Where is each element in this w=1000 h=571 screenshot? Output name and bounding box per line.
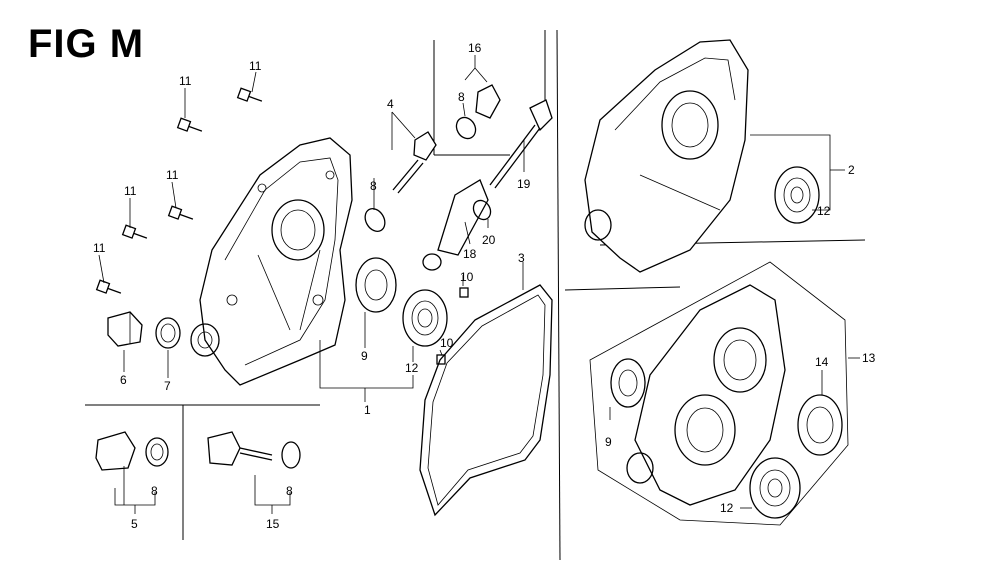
callout-11-e: 11	[93, 241, 106, 255]
callout-15: 15	[266, 517, 280, 531]
callout-3: 3	[518, 251, 525, 265]
callout-2: 2	[848, 163, 855, 177]
oil-seal-9-right	[610, 358, 646, 408]
bearing-12-left	[402, 289, 448, 347]
callout-20: 20	[482, 233, 496, 247]
callout-labels: 1 2 3 4 5 6 7 8 8 8 8 9 9 10 10 11 11 11…	[93, 41, 876, 531]
bearing-14	[797, 394, 843, 456]
callout-7: 7	[164, 379, 171, 393]
callout-12-lower-right: 12	[720, 501, 734, 515]
oil-filler-neck	[422, 179, 489, 271]
drain-plug	[107, 311, 143, 347]
callout-9-left: 9	[361, 349, 368, 363]
callout-12-upper-right: 12	[817, 204, 831, 218]
o-ring-20	[472, 199, 492, 221]
leader-lines	[98, 55, 860, 514]
callout-10-lower: 10	[440, 336, 454, 350]
callout-9-right: 9	[605, 435, 612, 449]
section-separators	[85, 29, 866, 561]
callout-19: 19	[517, 177, 531, 191]
bearing-12-upper-right	[774, 166, 820, 224]
crankcase-gasket	[419, 284, 553, 517]
callout-18: 18	[463, 247, 477, 261]
oil-level-gauge-15	[207, 431, 301, 469]
callout-11-c: 11	[166, 168, 179, 182]
oil-level-switch	[392, 131, 437, 194]
callout-8-gauge: 8	[286, 484, 293, 498]
oil-filler-cap	[455, 84, 501, 140]
callout-6: 6	[120, 373, 127, 387]
oil-seal-9	[355, 257, 397, 313]
bearing-12-lower-right	[749, 457, 801, 519]
callout-13: 13	[862, 351, 876, 365]
callout-5: 5	[131, 517, 138, 531]
callout-16: 16	[468, 41, 482, 55]
oil-filler-plug-5	[95, 431, 169, 471]
callout-4: 4	[387, 97, 394, 111]
oil-dipstick	[489, 99, 553, 189]
callout-11-d: 11	[124, 184, 137, 198]
callout-8-filler: 8	[458, 90, 465, 104]
crankcase-cover-2	[584, 39, 749, 273]
bolt-set	[95, 87, 263, 294]
callout-1: 1	[364, 403, 371, 417]
seal-ring-8-upper	[364, 208, 386, 232]
washer-7	[155, 317, 181, 349]
callout-11-b: 11	[249, 59, 262, 73]
callout-10-upper: 10	[460, 270, 474, 284]
callout-8-seal: 8	[370, 179, 377, 193]
crankcase-cover-13	[589, 261, 849, 526]
callout-12-left: 12	[405, 361, 419, 375]
callout-11-a: 11	[179, 74, 192, 88]
figure-title: FIG M	[28, 22, 145, 66]
crankcase-cover-main	[190, 137, 353, 386]
callout-14: 14	[815, 355, 829, 369]
callout-8-plug: 8	[151, 484, 158, 498]
